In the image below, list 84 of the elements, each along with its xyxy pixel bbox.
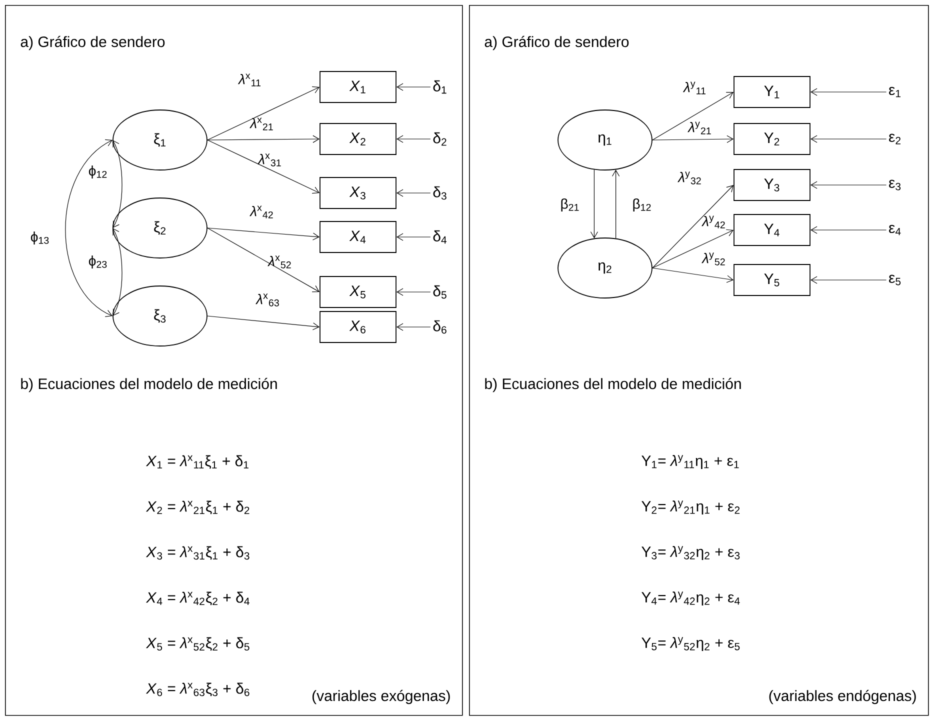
- error-term: δ$_{4}$: [433, 230, 447, 244]
- edge-label: λ$^{y}$11: [682, 82, 706, 94]
- error-term: δ$_{5}$: [433, 285, 446, 299]
- arrow: [652, 268, 734, 283]
- arrow: [810, 135, 887, 143]
- edge-label: λ$^{y}$32: [678, 172, 701, 184]
- error-term: ε$_{1}$: [889, 86, 900, 98]
- section-heading: b) Ecuaciones del modelo de medición: [21, 378, 277, 392]
- equation: X$_{5}$ = λ$^{x}$$_{52}$ξ$_{2}$ + δ$_{5}$: [146, 637, 250, 651]
- indicator-box: X$_{2}$: [320, 123, 396, 155]
- indicator-box: X$_{6}$: [320, 311, 396, 343]
- error-term: ε$_{3}$: [889, 180, 901, 190]
- equation: Y$_{1}$= λ$^{y}$$_{11}$η$_{1}$ + ε$_{1}$: [642, 455, 739, 469]
- error-term: δ$_{2}$: [433, 132, 446, 146]
- edge-label: ϕ$_{13}$: [30, 231, 49, 245]
- arrow: [396, 323, 431, 331]
- indicator-box: Y$_{5}$: [734, 264, 810, 296]
- equation: X$_{3}$ = λ$^{x}$$_{31}$ξ$_{1}$ + δ$_{3}$: [146, 546, 250, 560]
- panel: [5, 5, 463, 716]
- edge-label: λ$^{y}$52: [702, 252, 725, 266]
- arrow: [810, 88, 887, 96]
- indicator-box: X$_{1}$: [320, 71, 396, 103]
- arrow: [207, 86, 320, 140]
- equation: Y$_{4}$= λ$^{y}$$_{42}$η$_{2}$ + ε$_{4}$: [642, 592, 740, 606]
- error-term: δ$_{6}$: [433, 320, 446, 334]
- section-heading: a) Gráfico de sendero: [20, 36, 165, 50]
- arrow: [810, 226, 887, 234]
- arrow: [612, 170, 620, 239]
- arrow: [652, 229, 734, 268]
- arrow: [396, 288, 431, 296]
- arrow: [207, 228, 320, 292]
- edge-label: λ$^{x}$42: [250, 206, 273, 218]
- equation: Y$_{3}$= λ$^{y}$$_{32}$η$_{2}$ + ε$_{3}$: [642, 546, 740, 560]
- indicator-box: X$_{4}$: [320, 221, 396, 253]
- error-term: δ$_{3}$: [433, 186, 446, 200]
- equation: Y$_{5}$= λ$^{y}$$_{52}$η$_{2}$ + ε$_{5}$: [642, 637, 740, 651]
- arrow: [112, 140, 122, 228]
- error-term: ε$_{5}$: [889, 274, 901, 286]
- edge-label: λ$^{y}$42: [702, 216, 725, 228]
- indicator-box: Y$_{4}$: [734, 214, 810, 246]
- arrow: [652, 185, 734, 268]
- equation: Y$_{2}$= λ$^{y}$$_{21}$η$_{1}$ + ε$_{2}$: [642, 500, 740, 514]
- arrow: [810, 181, 887, 189]
- indicator-box: X$_{5}$: [320, 276, 396, 308]
- arrow: [396, 233, 431, 241]
- edge-label: λ$^{x}$52: [268, 256, 291, 268]
- arrow: [65, 139, 113, 317]
- indicator-box: Y$_{2}$: [734, 123, 810, 155]
- edge-label: β$_{12}$: [633, 198, 651, 212]
- edge-label: λ$^{y}$21: [688, 122, 711, 134]
- section-heading: b) Ecuaciones del modelo de medición: [485, 378, 741, 392]
- arrow: [207, 228, 320, 240]
- indicator-box: Y$_{3}$: [734, 169, 810, 201]
- equation: X$_{1}$ = λ$^{x}$$_{11}$ξ$_{1}$ + δ$_{1}$: [146, 455, 248, 469]
- arrow: [810, 276, 887, 284]
- note: (variables exógenas): [312, 690, 450, 704]
- arrow: [207, 316, 320, 330]
- indicator-box: Y$_{1}$: [734, 76, 810, 108]
- arrow: [652, 92, 734, 140]
- panel: [469, 5, 929, 716]
- equation: X$_{6}$ = λ$^{x}$$_{63}$ξ$_{3}$ + δ$_{6}$: [146, 682, 250, 696]
- arrow: [207, 140, 320, 194]
- edge-label: ϕ$_{23}$: [88, 255, 107, 269]
- arrow: [112, 228, 122, 316]
- error-term: δ$_{1}$: [433, 80, 446, 94]
- error-term: ε$_{2}$: [889, 134, 900, 144]
- indicator-box: X$_{3}$: [320, 177, 396, 209]
- arrow: [396, 189, 431, 197]
- arrow: [590, 169, 598, 238]
- arrow: [396, 83, 431, 91]
- arrow: [396, 135, 431, 143]
- edge-label: λ$^{x}$11: [238, 74, 260, 86]
- edge-label: λ$^{x}$21: [250, 118, 273, 130]
- arrow: [207, 135, 320, 143]
- section-heading: a) Gráfico de sendero: [484, 36, 629, 50]
- equation: X$_{2}$ = λ$^{x}$$_{21}$ξ$_{1}$ + δ$_{2}$: [146, 500, 250, 514]
- error-term: ε$_{4}$: [889, 224, 901, 236]
- note: (variables endógenas): [769, 690, 916, 704]
- edge-label: β$_{21}$: [561, 198, 579, 212]
- arrow: [652, 135, 734, 143]
- edge-label: ϕ$_{12}$: [88, 165, 107, 179]
- edge-label: λ$^{x}$31: [258, 154, 281, 166]
- equation: X$_{4}$ = λ$^{x}$$_{42}$ξ$_{2}$ + δ$_{4}$: [146, 592, 250, 606]
- edge-label: λ$^{x}$63: [256, 294, 279, 306]
